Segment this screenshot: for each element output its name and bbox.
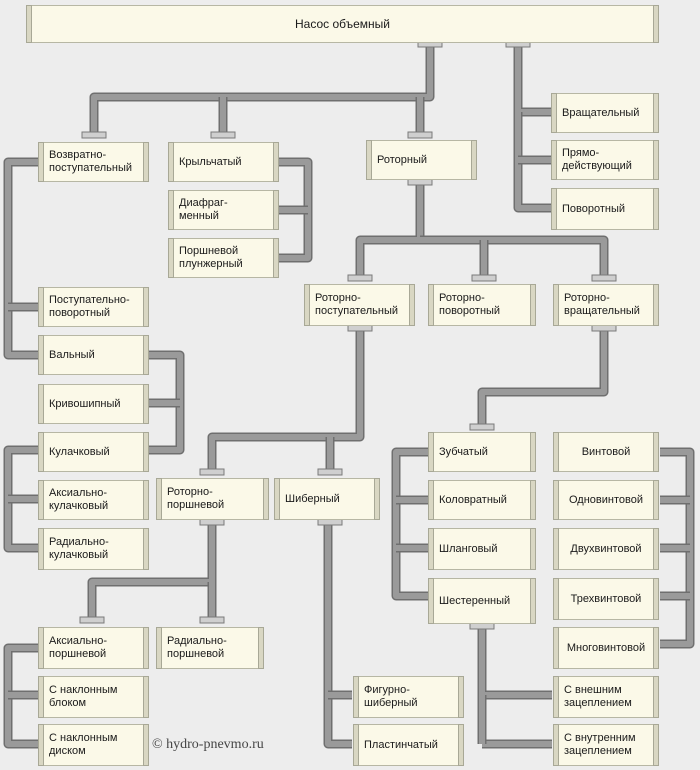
pipe-segment-fill [91, 44, 433, 135]
node-rot-vrashch: Роторно- вращательный [553, 284, 659, 326]
pipe-flange [347, 274, 373, 282]
node-pryamo: Прямо- действующий [551, 140, 659, 180]
pipe-flange [199, 468, 225, 476]
node-plastinch: Пластинчатый [353, 724, 464, 766]
pipe-segment-fill [393, 449, 428, 599]
node-krylchaty: Крыльчатый [168, 142, 279, 182]
pipe-flange [317, 468, 343, 476]
pipe-flange [407, 131, 433, 139]
pipe-flange [210, 131, 236, 139]
pipe-segment [323, 522, 352, 749]
node-rotorny: Роторный [366, 140, 477, 180]
node-naklon-blok: С наклонным блоком [38, 676, 149, 718]
root-node: Насос объемный [26, 5, 659, 43]
node-zubchaty: Зубчатый [428, 432, 536, 472]
pipe-flange [199, 616, 225, 624]
pipe-segment-fill [357, 182, 423, 278]
node-shiberny: Шиберный [274, 478, 380, 520]
node-vozvratno: Возвратно- поступательный [38, 142, 149, 182]
pipe-segment-fill [89, 522, 215, 620]
node-valny: Вальный [38, 335, 149, 375]
node-trehvint: Трехвинтовой [553, 578, 659, 620]
node-vintovoy: Винтовой [553, 432, 659, 472]
node-vnutr: С внутренним зацеплением [553, 724, 659, 766]
node-rot-porshn: Роторно- поршневой [156, 478, 269, 520]
node-aks-porshn: Аксиально- поршневой [38, 627, 149, 669]
node-figurno: Фигурно- шиберный [353, 676, 464, 718]
pipe-segment-fill [479, 328, 607, 427]
node-rot-post: Роторно- поступательный [304, 284, 415, 326]
pipe-segment-fill [515, 44, 552, 115]
node-kulachk: Кулачковый [38, 432, 149, 472]
pipe-segment-fill [420, 237, 607, 278]
pipe-segment [207, 328, 365, 472]
pipe-segment [89, 44, 435, 135]
pipe-flange [471, 274, 497, 282]
copyright: © hydro-pnevmo.ru [152, 737, 264, 752]
pipe-flange [469, 423, 495, 431]
node-diafragm: Диафраг- менный [168, 190, 279, 230]
pipe-segment [391, 447, 428, 601]
node-aks-kulachk: Аксиально- кулачковый [38, 480, 149, 520]
node-vrashch: Вращательный [551, 93, 659, 133]
node-odnovint: Одновинтовой [553, 480, 659, 520]
pipe-segment [420, 235, 609, 278]
pipe-segment-fill [479, 626, 552, 698]
node-kolovrat: Коловратный [428, 480, 536, 520]
node-naklon-disk: С наклонным диском [38, 724, 149, 766]
pipe-segment-fill [325, 522, 352, 747]
pipe-flange [79, 616, 105, 624]
pipe-segment [513, 44, 552, 117]
pipe-segment [3, 157, 40, 360]
node-post-povorot: Поступательно- поворотный [38, 287, 149, 327]
pipe-segment-fill [515, 112, 552, 211]
node-krivoship: Кривошипный [38, 384, 149, 424]
pipe-flange [591, 274, 617, 282]
pipe-segment [477, 626, 552, 700]
node-rot-povorot: Роторно- поворотный [428, 284, 536, 326]
node-rad-porshn: Радиально- поршневой [156, 627, 264, 669]
node-vneshn: С внешним зацеплением [553, 676, 659, 718]
node-rad-kulachk: Радиально- кулачковый [38, 528, 149, 570]
node-porshn-plunzh: Поршневой плунжерный [168, 238, 279, 278]
node-mnogovint: Многовинтовой [553, 627, 659, 669]
pipe-segment-fill [209, 328, 363, 472]
pipes [3, 44, 695, 749]
node-dvuhvint: Двухвинтовой [553, 528, 659, 570]
node-povorotny: Поворотный [551, 188, 659, 230]
node-shester: Шестеренный [428, 578, 536, 624]
pipe-flange [81, 131, 107, 139]
pipe-segment [477, 328, 609, 427]
node-shlang: Шланговый [428, 528, 536, 570]
pipe-segment [355, 182, 425, 278]
pipe-segment-fill [5, 159, 40, 358]
